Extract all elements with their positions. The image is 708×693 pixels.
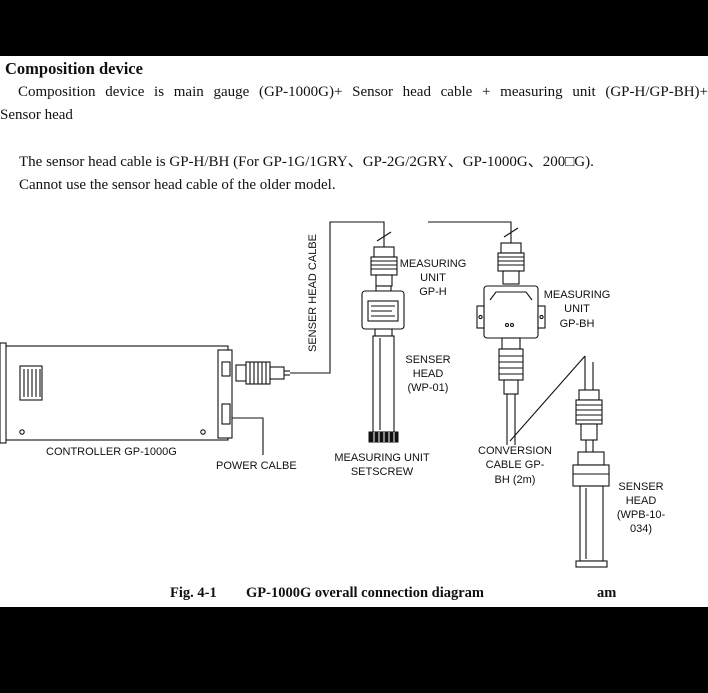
label-conversion-cable-1: CONVERSION <box>478 445 552 457</box>
label-measuring-unit-gpbh-2: UNIT <box>564 303 590 315</box>
label-measuring-unit-gpbh-3: GP-BH <box>560 318 595 330</box>
label-measuring-unit-gpbh-1: MEASURING <box>544 289 611 301</box>
figure-title: GP-1000G overall connection diagram <box>246 585 485 601</box>
label-measuring-unit-gph-3: GP-H <box>419 286 447 298</box>
label-measuring-unit-setscrew-2: SETSCREW <box>351 466 414 478</box>
label-conversion-cable-2: CABLE GP- <box>486 459 545 471</box>
sensor-head-cable-line-bh <box>428 221 512 243</box>
label-measuring-unit-setscrew-1: MEASURING UNIT <box>334 452 430 464</box>
note-line-2: Cannot use the sensor head cable of the … <box>19 177 336 193</box>
label-sensor-head-wp01-2: HEAD <box>413 368 444 380</box>
sensor-head-cable-line <box>290 221 385 374</box>
label-sensor-head-wpb-2: HEAD <box>626 495 657 507</box>
label-conversion-cable-3: BH (2m) <box>495 474 536 486</box>
label-sensor-head-wp01-1: SENSER <box>405 354 450 366</box>
note-line-1: The sensor head cable is GP-H/BH (For GP… <box>19 154 594 170</box>
measuring-unit-gpbh <box>476 242 546 395</box>
figure-number: Fig. 4-1 <box>170 585 217 601</box>
label-measuring-unit-gph-2: UNIT <box>420 272 446 284</box>
controller-unit <box>0 342 233 444</box>
intro-line-1: Composition device is main gauge (GP-100… <box>18 84 708 100</box>
measuring-unit-gph <box>361 246 405 337</box>
label-power-cable: POWER CALBE <box>216 460 297 472</box>
vent-grille <box>19 365 43 401</box>
sensor-head-wp01 <box>368 335 399 443</box>
label-sensor-head-wpb-1: SENSER <box>618 481 663 493</box>
label-sensor-head-wpb-3: (WPB-10- <box>617 509 666 521</box>
letterbox-bottom <box>0 607 708 693</box>
section-heading: Composition device <box>5 59 143 78</box>
label-sensor-head-wp01-3: (WP-01) <box>408 382 449 394</box>
letterbox-top <box>0 0 708 56</box>
label-sensor-head-cable: SENSER HEAD CALBE <box>307 234 319 352</box>
intro-line-2: Sensor head <box>0 107 73 123</box>
figure-suffix: am <box>597 585 617 601</box>
label-sensor-head-wpb-4: 034) <box>630 523 652 535</box>
label-controller: CONTROLLER GP-1000G <box>46 446 177 458</box>
power-cable-line <box>232 417 264 455</box>
sensor-head-wpb <box>572 389 610 568</box>
conversion-cable <box>506 355 594 445</box>
label-measuring-unit-gph-1: MEASURING <box>400 258 467 270</box>
controller-cable-connector <box>235 361 290 385</box>
